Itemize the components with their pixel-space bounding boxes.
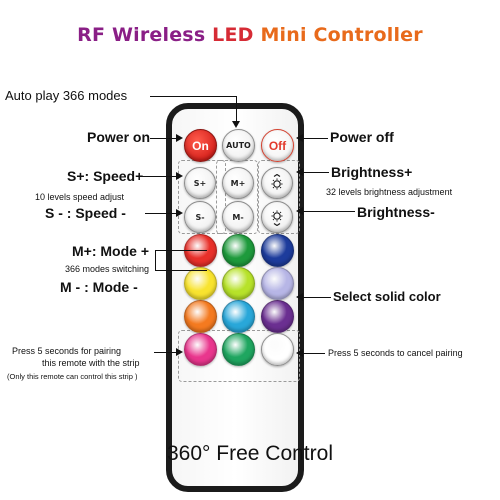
brightness-down-label: Brightness- <box>357 204 435 220</box>
mode-up-button[interactable]: M+ <box>222 167 254 199</box>
speed-down-button[interactable]: S- <box>184 201 216 233</box>
auto-play-arrow <box>232 121 240 128</box>
power-on-button[interactable]: On <box>184 129 217 162</box>
footer-caption: 360° Free Control <box>167 442 333 465</box>
brightness-down-arrow <box>296 207 303 215</box>
auto-play-label: Auto play 366 modes <box>5 88 128 103</box>
power-on-arrow <box>176 134 183 142</box>
power-off-button[interactable]: Off <box>261 129 294 162</box>
speed-down-arrow <box>176 209 183 217</box>
mode-up-leader <box>155 250 207 251</box>
auto-play-leader-vertical <box>236 96 237 122</box>
speed-down-label: S - : Speed - <box>45 205 126 221</box>
speed-up-label: S+: Speed+ <box>67 168 144 184</box>
color-button-r4-c3[interactable] <box>261 333 294 366</box>
color-button-r3-c3[interactable] <box>261 300 294 333</box>
brightness-up-arrow <box>296 168 303 176</box>
color-button-r2-c3[interactable] <box>261 267 294 300</box>
speed-down-leader <box>145 213 176 214</box>
power-on-leader <box>150 138 176 139</box>
solid-color-arrow <box>296 293 303 301</box>
title-part-3: Mini Controller <box>260 24 423 46</box>
brightness-up-leader <box>303 172 329 173</box>
title-part-1: RF Wireless <box>77 24 206 46</box>
brightness-up-button[interactable] <box>261 167 293 199</box>
brightness-down-icon <box>271 210 283 226</box>
solid-color-leader <box>303 297 331 298</box>
mode-down-label: M - : Mode - <box>60 279 138 295</box>
mode-leader-vertical <box>155 250 156 270</box>
speed-adjust-label: 10 levels speed adjust <box>35 192 125 202</box>
mode-switch-label: 366 modes switching <box>65 264 150 274</box>
title-part-2: LED <box>212 24 254 46</box>
cancel-pairing-label: Press 5 seconds to cancel pairing <box>328 348 463 358</box>
color-button-r3-c1[interactable] <box>184 300 217 333</box>
speed-up-button[interactable]: S+ <box>184 167 216 199</box>
pairing-label-2: this remote with the strip <box>42 358 140 368</box>
brightness-up-icon <box>271 174 283 190</box>
color-button-r1-c3[interactable] <box>261 234 294 267</box>
pairing-label-1: Press 5 seconds for pairing <box>12 346 122 356</box>
pairing-arrow <box>176 348 183 356</box>
brightness-down-leader <box>303 211 355 212</box>
page-title: RF Wireless LED Mini Controller <box>0 24 500 46</box>
power-on-label: Power on <box>87 129 151 145</box>
auto-button[interactable]: AUTO <box>222 129 255 162</box>
pairing-leader <box>154 352 176 353</box>
mode-down-leader <box>155 270 207 271</box>
cancel-pairing-leader <box>303 353 325 354</box>
speed-up-arrow <box>176 172 183 180</box>
color-button-r2-c1[interactable] <box>184 267 217 300</box>
brightness-up-label: Brightness+ <box>331 164 413 180</box>
color-button-r3-c2[interactable] <box>222 300 255 333</box>
solid-color-label: Select solid color <box>333 289 441 304</box>
power-off-label: Power off <box>330 129 394 145</box>
color-button-r2-c2[interactable] <box>222 267 255 300</box>
speed-up-leader <box>140 176 176 177</box>
power-off-leader <box>303 138 328 139</box>
brightness-adjust-label: 32 levels brightness adjustment <box>326 187 453 197</box>
cancel-pairing-arrow <box>296 349 303 357</box>
power-off-arrow <box>296 134 303 142</box>
mode-up-label: M+: Mode + <box>72 243 150 259</box>
color-button-r1-c2[interactable] <box>222 234 255 267</box>
color-button-r4-c2[interactable] <box>222 333 255 366</box>
mode-down-button[interactable]: M- <box>222 201 254 233</box>
brightness-down-button[interactable] <box>261 201 293 233</box>
pairing-label-3: (Only this remote can control this strip… <box>7 372 138 381</box>
auto-play-leader <box>150 96 236 97</box>
color-button-r4-c1[interactable] <box>184 333 217 366</box>
